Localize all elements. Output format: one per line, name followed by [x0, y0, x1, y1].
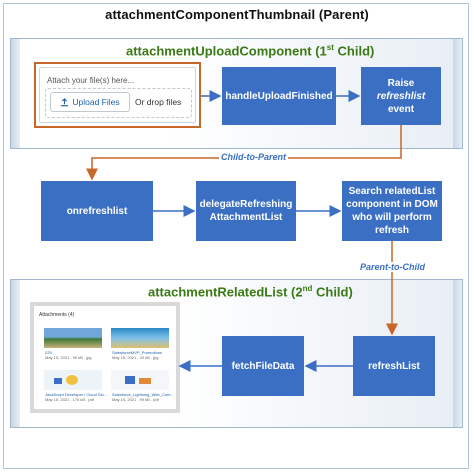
delegate-line2: AttachmentList [209, 212, 283, 223]
attachment-meta: May 15, 2021 . 99 kB . pdf [112, 397, 159, 402]
attachment-name: JavaScript Developer I Cloud Ski... [45, 392, 107, 397]
raise-refreshlist-event-box: Raise refreshlist event [361, 67, 441, 125]
upload-files-button[interactable]: Upload Files [50, 92, 130, 112]
handle-upload-label: handleUploadFinished [225, 90, 333, 102]
attachment-thumbnail[interactable]: Salesforce_Lightning_Web_Com... May 15, … [109, 368, 174, 404]
attachment-image [111, 370, 169, 390]
fetch-file-data-label: fetchFileData [231, 360, 295, 372]
attachment-image [111, 328, 169, 348]
handle-upload-finished-box: handleUploadFinished [222, 67, 336, 125]
delegate-refreshing-box: delegateRefreshing AttachmentList [196, 181, 296, 241]
onrefreshlist-box: onrefreshlist [41, 181, 153, 241]
delegate-line1: delegateRefreshing [199, 199, 293, 210]
attachment-image [44, 370, 102, 390]
search-line4: refresh [375, 225, 409, 236]
attachment-meta: May 15, 2021 . 95 kB . jpg [45, 355, 92, 360]
attachment-name: SalesforceMVP_Promotions [112, 350, 163, 355]
raise-event-line1: Raise refreshlist [376, 77, 426, 102]
section-bar-right [453, 280, 462, 427]
search-related-list-box: Search relatedList component in DOM who … [342, 181, 442, 241]
search-line2: component in DOM [346, 199, 438, 210]
onrefreshlist-label: onrefreshlist [66, 205, 128, 217]
attachment-meta: May 15, 2021 . 43 kB . jpg [112, 355, 159, 360]
upload-widget-card: Attach your file(s) here... Upload Files… [39, 67, 196, 123]
attachment-thumbnail[interactable]: SalesforceMVP_Promotions May 15, 2021 . … [109, 326, 171, 362]
parent-to-child-label: Parent-to-Child [358, 262, 427, 272]
upload-files-label: Upload Files [72, 97, 120, 107]
file-dropzone[interactable]: Upload Files Or drop files [45, 88, 192, 118]
refresh-list-box: refreshList [353, 336, 435, 396]
attachment-thumbnail[interactable]: 225 May 15, 2021 . 95 kB . jpg [42, 326, 104, 362]
attachment-name: 225 [45, 350, 52, 355]
upload-section-title: attachmentUploadComponent (1st Child) [126, 43, 375, 59]
section-bar-left [11, 39, 20, 148]
search-line3: who will perform [352, 212, 432, 223]
attachments-panel-title: Attachments (4) [39, 312, 75, 318]
attachment-image [44, 328, 102, 348]
attachments-panel: Attachments (4) 225 May 15, 2021 . 95 kB… [33, 305, 177, 410]
search-line1: Search relatedList [348, 186, 436, 197]
outer-frame [3, 3, 469, 469]
attach-label: Attach your file(s) here... [47, 76, 135, 85]
related-section-title: attachmentRelatedList (2nd Child) [148, 284, 353, 300]
section-bar-left [11, 280, 20, 427]
raise-event-line2: event [387, 103, 415, 115]
attachment-thumbnail[interactable]: JavaScript Developer I Cloud Ski... May … [42, 368, 107, 404]
attachment-meta: May 15, 2021 . 170 kB . pdf [45, 397, 94, 402]
diagram-title: attachmentComponentThumbnail (Parent) [105, 7, 369, 22]
upload-widget: Attach your file(s) here... Upload Files… [34, 62, 201, 128]
refresh-list-label: refreshList [368, 360, 420, 372]
section-bar-right [453, 39, 462, 148]
attachment-name: Salesforce_Lightning_Web_Com... [112, 392, 174, 397]
upload-icon [61, 97, 69, 106]
drop-files-text: Or drop files [135, 97, 182, 107]
child-to-parent-label: Child-to-Parent [219, 152, 288, 162]
fetch-file-data-box: fetchFileData [222, 336, 304, 396]
